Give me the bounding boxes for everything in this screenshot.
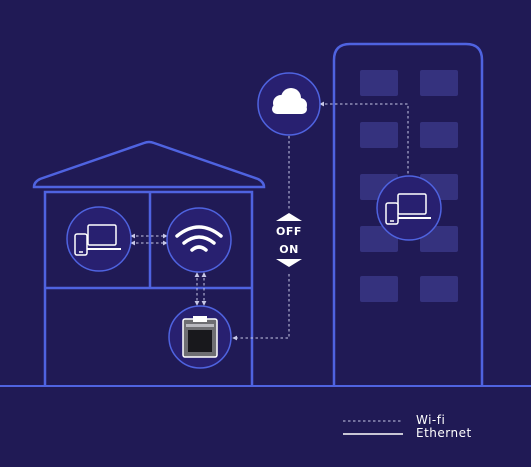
connector-printer-toggle [232, 274, 290, 341]
house-roof [32, 140, 266, 189]
connector-cloud-office [319, 101, 409, 176]
triangle-down-icon [276, 259, 302, 267]
cloud-icon [272, 88, 307, 114]
printer-icon [182, 316, 218, 358]
devices-icon [385, 193, 431, 225]
building-window [360, 122, 398, 148]
legend-wifi-label: Wi-fi [416, 413, 446, 427]
building-outline [332, 42, 484, 386]
wifi-connectors [130, 101, 409, 341]
toggle-on-label[interactable]: ON [279, 243, 299, 256]
building-window [420, 276, 458, 302]
house [32, 140, 266, 386]
building-window [360, 276, 398, 302]
triangle-up-icon [276, 213, 302, 221]
toggle-off-label[interactable]: OFF [276, 225, 302, 238]
building-window [420, 70, 458, 96]
building-window [420, 122, 458, 148]
building-windows [360, 70, 458, 302]
router-node [166, 207, 232, 273]
office-building [332, 42, 484, 386]
node-circles [66, 72, 442, 369]
legend-ethernet-label: Ethernet [416, 426, 472, 440]
wifi-icon [175, 225, 223, 252]
building-window [360, 70, 398, 96]
devices-icon [74, 224, 121, 256]
